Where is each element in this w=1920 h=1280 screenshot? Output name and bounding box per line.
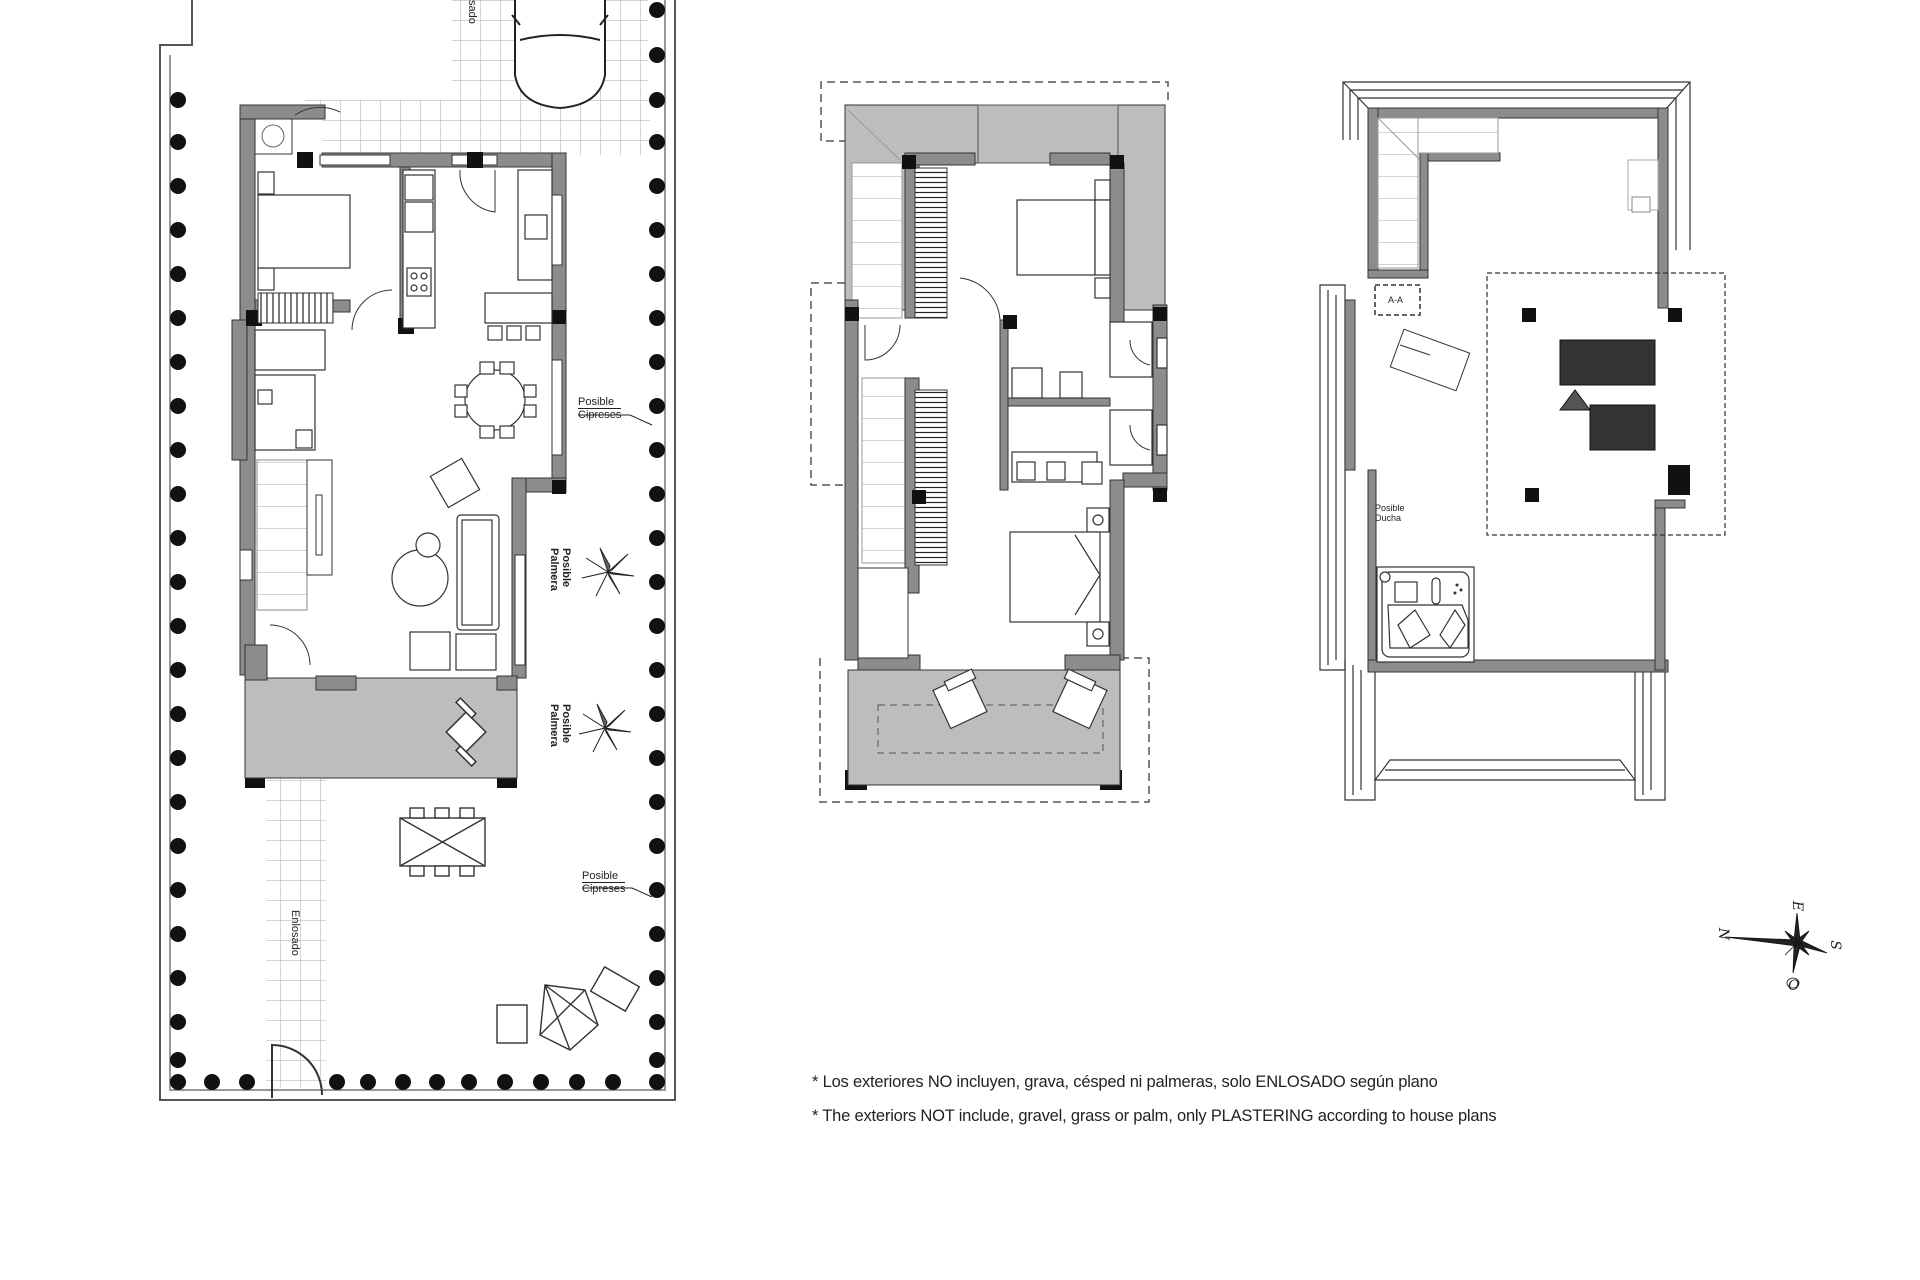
garden-umbrella-icon [496, 965, 641, 1051]
path-tiles [266, 778, 326, 1088]
cypress-trees [170, 2, 665, 1090]
section-mark-label: A-A [1388, 295, 1404, 305]
roof-terrace-plan [1319, 81, 1726, 801]
porch-dining-set-icon [445, 697, 487, 767]
path-label-enlosado: Enlosado [289, 910, 301, 956]
compass-north: N [1715, 927, 1732, 941]
sun-lounger-icon [1559, 339, 1656, 451]
palm-label-bottom: Posible Palmera [548, 704, 572, 747]
palm-tree-icon [578, 703, 632, 753]
armchair-icon [932, 668, 1108, 730]
cypress-label-bottom: Posible Cipreses [582, 870, 626, 895]
wardrobe [914, 167, 948, 319]
note-spanish: * Los exteriores NO incluyen, grava, cés… [812, 1073, 1438, 1091]
palm-label-top: Posible Palmera [548, 548, 572, 591]
wardrobe [914, 389, 948, 566]
ground-floor-plan [159, 0, 676, 1101]
living-room-furniture [391, 457, 500, 671]
car-icon [511, 0, 609, 110]
compass-east: E [1789, 900, 1806, 912]
ground-bedroom-bed-icon [257, 171, 351, 291]
first-floor-plan [810, 81, 1169, 803]
shower-label: Posible Ducha [1375, 503, 1405, 523]
compass-rose-icon [1724, 912, 1828, 989]
note-english: * The exteriors NOT include, gravel, gra… [812, 1107, 1497, 1125]
cypress-label-top: Posible Cipreses [578, 396, 622, 421]
kitchen-counter [402, 169, 553, 341]
compass-south: S [1826, 940, 1843, 950]
dining-table-icon [454, 361, 537, 439]
first-floor-bed-icon [1009, 179, 1111, 647]
jacuzzi-icon [1376, 566, 1475, 663]
palm-tree-icon [581, 547, 635, 597]
garden-dining-set-icon [399, 807, 486, 877]
wardrobe [257, 292, 334, 324]
parking-label-enlosado: sado [466, 0, 478, 24]
stairs [256, 459, 308, 611]
compass-west: O [1788, 978, 1800, 994]
